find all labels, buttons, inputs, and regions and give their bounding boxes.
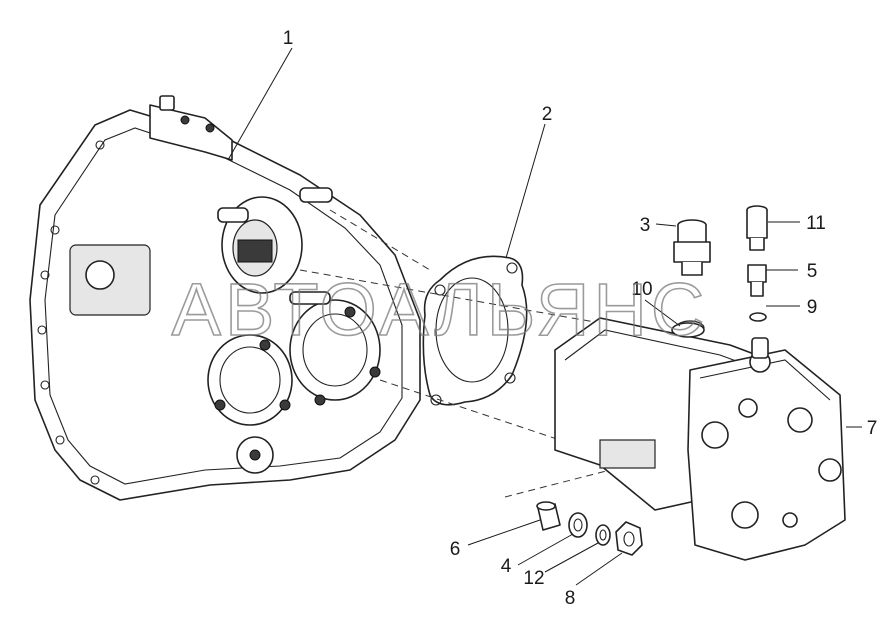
part-gasket [422, 255, 528, 406]
callout-3: 3 [640, 215, 651, 236]
assembly-axis-upper [299, 269, 641, 331]
leader-6 [467, 519, 541, 546]
part-seal-ring [671, 322, 705, 338]
leader-2 [505, 123, 546, 259]
callout-7: 7 [867, 418, 878, 439]
callout-6: 6 [450, 539, 461, 560]
leader-lines [227, 47, 862, 586]
callout-8: 8 [565, 588, 576, 609]
callout-1: 1 [283, 28, 294, 49]
part-adapter [747, 264, 767, 297]
part-sensor [746, 205, 768, 251]
leader-3 [655, 223, 677, 227]
leader-12 [544, 542, 599, 573]
callout-9: 9 [807, 297, 818, 318]
callout-labels: 1 2 3 4 5 6 7 8 9 10 11 12 [283, 28, 878, 609]
leader-1 [227, 47, 293, 161]
part-flat-washer [568, 512, 588, 538]
callout-11: 11 [806, 213, 826, 234]
callout-12: 12 [523, 568, 544, 589]
part-nut [615, 521, 643, 556]
callout-10: 10 [631, 279, 652, 300]
part-washer-small [749, 312, 767, 322]
assembly-axis-lower [379, 379, 576, 446]
part-gearbox-housing [29, 95, 421, 501]
leader-4 [517, 533, 574, 566]
part-bushing [536, 501, 561, 531]
watermark: АВТОАЛЬЯНС [172, 268, 709, 351]
callout-5: 5 [807, 261, 818, 282]
part-pump [554, 317, 846, 561]
callout-4: 4 [501, 556, 512, 577]
assembly-axis-fasteners [504, 469, 611, 498]
leader-8 [575, 552, 623, 586]
part-spring-washer [595, 524, 611, 546]
leader-10 [644, 299, 681, 327]
part-union-fitting [673, 219, 711, 276]
assembly-axis-top [329, 209, 431, 271]
callout-2: 2 [542, 104, 553, 125]
